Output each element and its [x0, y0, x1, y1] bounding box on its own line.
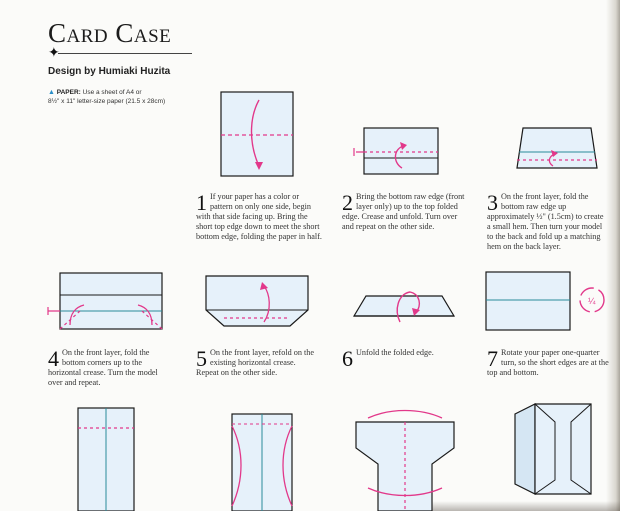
step-2: 2 Bring the bottom raw edge (front layer…: [342, 192, 468, 232]
step-number: 1: [196, 190, 207, 215]
step-8-diagram: [77, 407, 135, 511]
paper-sheet: [59, 272, 163, 330]
designer-credit: Design by Humiaki Huzita: [48, 66, 171, 77]
fold-arrow: [69, 304, 85, 326]
step-number: 5: [196, 346, 207, 371]
triangle-icon: ▲: [48, 89, 55, 96]
step-4: 4 On the front layer, fold the bottom co…: [48, 348, 172, 388]
fold-arrow: [231, 425, 242, 507]
quarter-turn-icon: ¼: [588, 296, 596, 306]
rotate-icon: [579, 287, 605, 313]
page-title: Card Case: [48, 18, 172, 48]
step-number: 6: [342, 346, 353, 371]
fold-arrow: [137, 304, 153, 326]
step-3-diagram: [516, 127, 598, 169]
case-pocket: [570, 403, 592, 495]
arrowhead: [400, 142, 407, 150]
step-number: 2: [342, 190, 353, 215]
step-11-diagram: [514, 403, 592, 495]
turn-over-icon: [353, 148, 364, 156]
page-edge: [606, 0, 620, 511]
star-icon: ✦: [48, 45, 60, 61]
step-5-diagram: [205, 275, 309, 327]
step-text: On the front layer, fold the bottom corn…: [48, 348, 158, 387]
fold-arrow: [250, 99, 260, 167]
step-text: Unfold the folded edge.: [356, 348, 434, 357]
step-6-diagram: [352, 291, 456, 323]
case-front: [534, 403, 592, 495]
paper-text-2: 8½" x 11" letter-size paper (21.5 x 28cm…: [48, 98, 166, 105]
step-text: Bring the bottom raw edge (front layer o…: [342, 192, 465, 231]
arrowhead: [551, 150, 558, 157]
unfold-arrow: [396, 291, 421, 323]
fold-arrow: [367, 409, 443, 419]
paper-text-1: Use a sheet of A4 or: [82, 89, 142, 96]
turn-over-icon: [47, 307, 60, 315]
step-text: If your paper has a color or pattern on …: [196, 192, 322, 241]
paper-sheet: [516, 127, 598, 169]
step-5: 5 On the front layer, refold on the exis…: [196, 348, 320, 378]
step-1-diagram: [220, 91, 294, 177]
case-pocket: [534, 403, 556, 495]
step-7: 7 Rotate your paper one-quarter turn, so…: [487, 348, 609, 378]
arrowhead: [260, 282, 268, 290]
step-text: On the front layer, refold on the existi…: [196, 348, 315, 377]
step-text: Rotate your paper one-quarter turn, so t…: [487, 348, 609, 377]
step-10-diagram: [355, 409, 455, 511]
fold-arrow: [282, 425, 293, 507]
paper-sheet: [363, 127, 439, 175]
arrowhead: [412, 308, 420, 316]
paper-label: PAPER:: [56, 89, 81, 96]
step-7-diagram: ¼: [485, 271, 605, 331]
title-rule: [58, 53, 192, 54]
case-side: [514, 403, 536, 495]
paper-sheet: [352, 295, 456, 317]
step-3: 3 On the front layer, fold the bottom ra…: [487, 192, 609, 252]
step-6: 6 Unfold the folded edge.: [342, 346, 468, 371]
step-2-diagram: [353, 127, 439, 175]
step-number: 3: [487, 190, 498, 215]
step-9-diagram: [231, 413, 293, 511]
page-shadow: [430, 501, 620, 511]
paper-note: ▲ PAPER: Use a sheet of A4 or 8½" x 11" …: [48, 88, 198, 106]
step-1: 1 If your paper has a color or pattern o…: [196, 192, 322, 242]
step-4-diagram: [47, 272, 163, 330]
paper-sheet: [485, 271, 571, 331]
step-number: 4: [48, 346, 59, 371]
fold-arrow: [367, 487, 443, 497]
arrowhead: [255, 162, 263, 170]
step-number: 7: [487, 346, 498, 371]
step-text: On the front layer, fold the bottom raw …: [487, 192, 604, 251]
